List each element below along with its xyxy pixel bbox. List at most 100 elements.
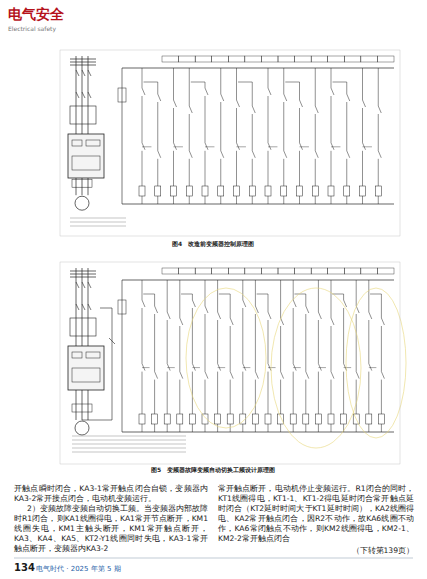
wire bbox=[315, 106, 318, 113]
wire bbox=[217, 280, 218, 432]
wire bbox=[173, 68, 174, 204]
component-box bbox=[328, 186, 334, 196]
motor-symbol bbox=[75, 196, 89, 210]
wire bbox=[268, 367, 276, 368]
wire bbox=[306, 306, 309, 313]
component-box bbox=[72, 156, 100, 170]
wire bbox=[318, 367, 326, 368]
wire bbox=[88, 70, 91, 76]
component-box bbox=[72, 179, 92, 187]
wire bbox=[70, 271, 96, 272]
component-box bbox=[245, 268, 262, 274]
wire bbox=[179, 280, 180, 432]
component-box bbox=[265, 414, 271, 424]
component-box bbox=[212, 56, 229, 62]
wire bbox=[174, 100, 177, 107]
component-box bbox=[195, 56, 212, 62]
wire bbox=[82, 304, 85, 310]
wire bbox=[142, 300, 145, 307]
wire bbox=[347, 151, 350, 158]
wire bbox=[252, 82, 253, 204]
wire bbox=[344, 367, 352, 368]
wire bbox=[230, 318, 233, 325]
wire bbox=[243, 364, 246, 371]
component-box bbox=[361, 56, 378, 62]
wire bbox=[285, 82, 299, 83]
component-box bbox=[249, 186, 255, 196]
section-title: 电气安全 bbox=[8, 6, 64, 24]
wire bbox=[237, 146, 246, 147]
annotation-curve bbox=[186, 288, 266, 428]
wire bbox=[318, 280, 319, 432]
component-box bbox=[261, 56, 278, 62]
component-box bbox=[315, 414, 321, 424]
component-box bbox=[139, 186, 145, 196]
wire bbox=[362, 68, 363, 204]
component-box bbox=[164, 414, 170, 424]
component-box bbox=[162, 56, 179, 62]
component-box bbox=[312, 186, 318, 196]
component-box bbox=[68, 346, 104, 390]
component-box bbox=[202, 186, 208, 196]
wire bbox=[331, 143, 334, 150]
wire bbox=[180, 318, 183, 325]
component-box bbox=[234, 186, 240, 196]
component-box bbox=[311, 268, 328, 274]
wire bbox=[70, 62, 96, 63]
wire bbox=[70, 274, 96, 275]
component-box bbox=[281, 186, 287, 196]
component-box bbox=[297, 186, 303, 196]
wire bbox=[363, 143, 366, 150]
wire bbox=[378, 68, 379, 204]
wire bbox=[331, 372, 334, 379]
wire bbox=[268, 312, 271, 319]
wire bbox=[122, 204, 394, 205]
wire bbox=[155, 372, 158, 379]
wire bbox=[333, 82, 347, 83]
wire bbox=[122, 280, 394, 281]
wire bbox=[70, 59, 96, 60]
component-box bbox=[86, 140, 100, 146]
component-box bbox=[70, 106, 96, 124]
wire bbox=[76, 70, 79, 76]
wire bbox=[293, 300, 296, 307]
component-box bbox=[155, 186, 161, 196]
wire bbox=[192, 294, 193, 432]
body-paragraph: 常开触点断开，电动机停止变频运行。R1闭合的同时，KT1线圈得电，KT1-1、K… bbox=[218, 484, 414, 544]
journal-issue: 电气时代 · 2025 年第 5 期 bbox=[36, 564, 121, 574]
section-subtitle: Electrical safety bbox=[8, 25, 56, 32]
wire bbox=[255, 280, 256, 432]
wire bbox=[72, 440, 186, 441]
wire bbox=[142, 367, 150, 368]
wire bbox=[76, 92, 79, 98]
component-box bbox=[179, 268, 196, 274]
component-box bbox=[186, 186, 192, 196]
wire bbox=[72, 436, 186, 437]
wire bbox=[72, 444, 186, 445]
component-box bbox=[139, 414, 145, 424]
figure-frame bbox=[60, 50, 400, 236]
component-box bbox=[162, 268, 179, 274]
wire bbox=[220, 68, 221, 204]
wire bbox=[189, 106, 192, 113]
wire bbox=[369, 364, 372, 371]
wire bbox=[221, 94, 224, 101]
wire bbox=[205, 146, 214, 147]
wire bbox=[305, 294, 306, 432]
wire bbox=[88, 304, 91, 310]
wire bbox=[318, 312, 321, 319]
component-box bbox=[377, 56, 394, 62]
wire bbox=[82, 92, 85, 98]
component-box bbox=[252, 414, 258, 424]
body-paragraph: 开触点瞬时闭合，KA3-1常开触点闭合自锁，变频器内KA3-2常开接点闭合，电动… bbox=[14, 484, 208, 504]
component-box bbox=[215, 414, 221, 424]
component-box bbox=[361, 268, 378, 274]
component-box bbox=[344, 268, 361, 274]
component-box bbox=[72, 140, 82, 146]
component-box bbox=[360, 186, 366, 196]
component-box bbox=[189, 414, 195, 424]
wire bbox=[205, 280, 206, 432]
component-box bbox=[290, 414, 296, 424]
wire bbox=[238, 82, 252, 83]
wire bbox=[109, 338, 115, 344]
